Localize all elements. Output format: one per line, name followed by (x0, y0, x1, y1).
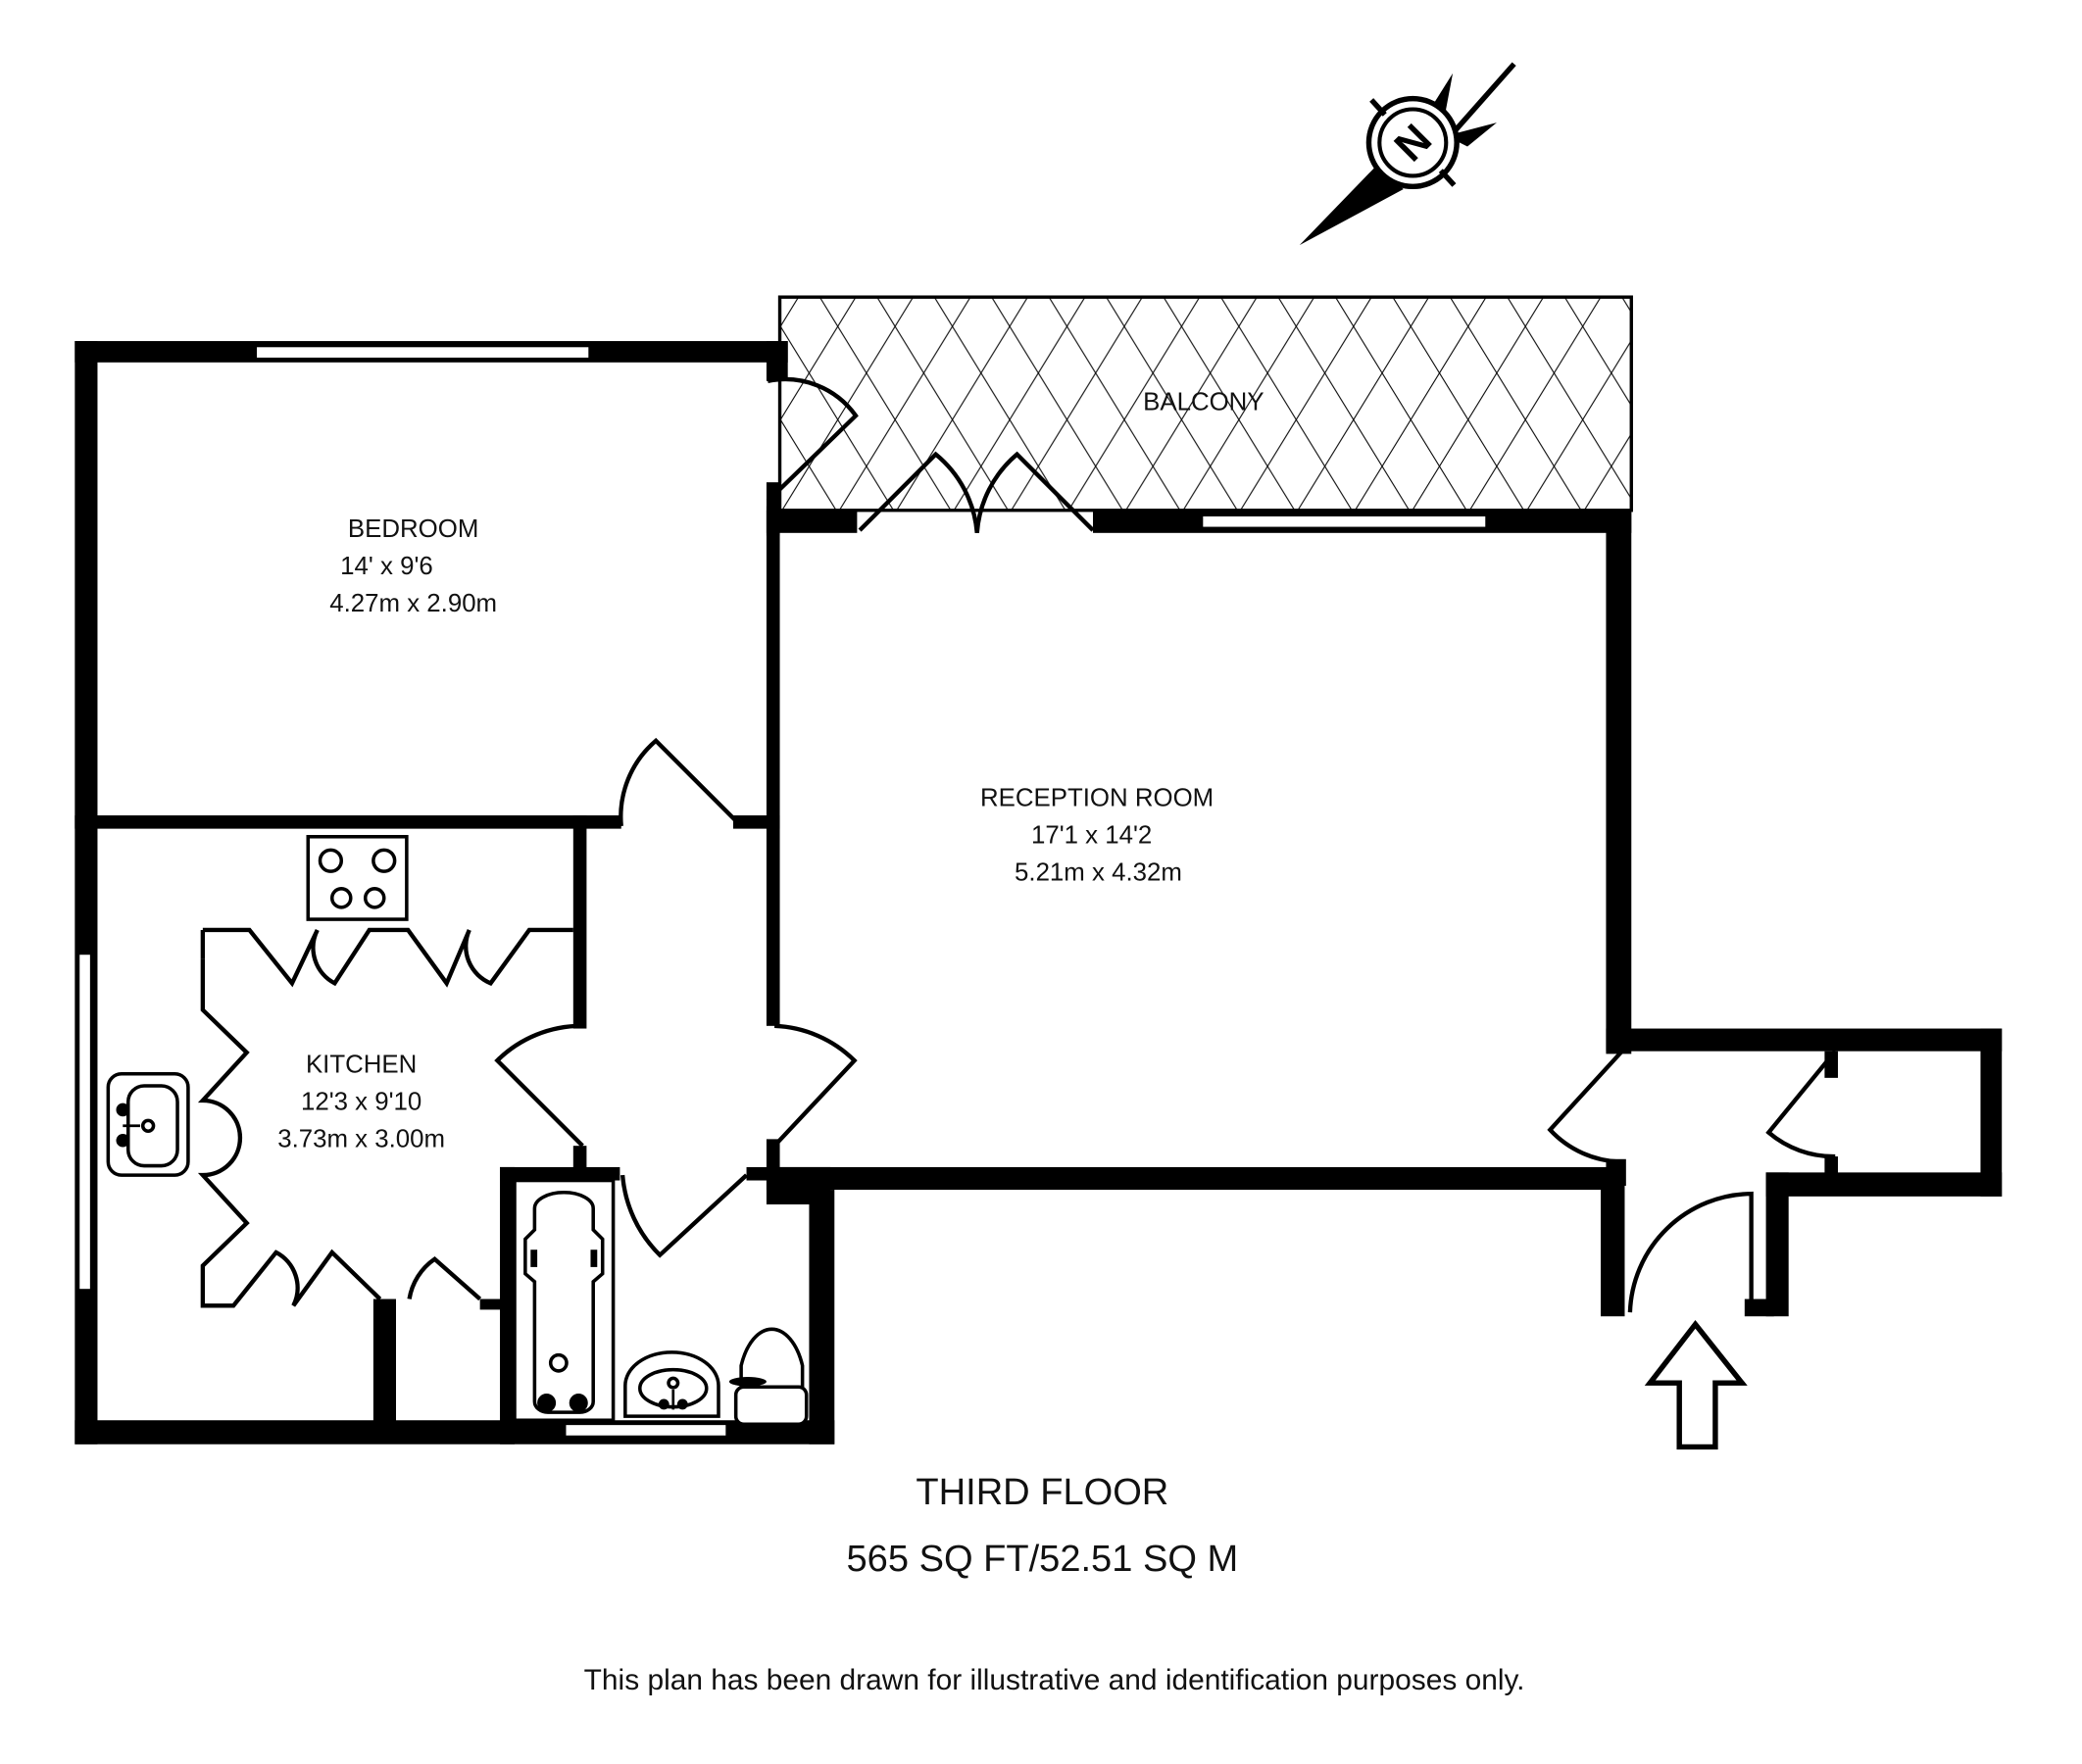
room-label-bedroom: BEDROOM 14' x 9'6 4.27m x 2.90m (329, 515, 497, 617)
hob-icon (306, 835, 409, 921)
windows (77, 345, 1487, 1438)
reception-metric: 5.21m x 4.32m (1015, 859, 1182, 887)
balcony-name: BALCONY (1143, 389, 1264, 416)
reception-imperial: 17'1 x 14'2 (1031, 822, 1152, 850)
toilet-icon (728, 1327, 809, 1427)
bathtub-icon (513, 1178, 616, 1423)
balcony (777, 295, 1633, 513)
room-label-balcony: BALCONY (1143, 389, 1264, 416)
disclaimer: This plan has been drawn for illustrativ… (584, 1664, 1525, 1696)
reception-name: RECEPTION ROOM (980, 785, 1214, 812)
kitchen-sink-icon (106, 1072, 190, 1177)
room-label-kitchen: KITCHEN 12'3 x 9'10 3.73m x 3.00m (277, 1051, 445, 1152)
entrance-arrow-icon (1644, 1319, 1748, 1450)
north-compass-icon: N (1299, 62, 1516, 246)
bedroom-metric: 4.27m x 2.90m (329, 590, 497, 617)
kitchen-name: KITCHEN (306, 1051, 417, 1078)
floor-area: 565 SQ FT/52.51 SQ M (847, 1539, 1239, 1580)
room-label-reception: RECEPTION ROOM 17'1 x 14'2 5.21m x 4.32m (980, 785, 1214, 887)
kitchen-imperial: 12'3 x 9'10 (301, 1088, 421, 1115)
doors (197, 376, 1837, 1313)
floor-title: THIRD FLOOR (916, 1472, 1168, 1513)
washbasin-icon (623, 1350, 720, 1418)
kitchen-metric: 3.73m x 3.00m (277, 1126, 445, 1153)
bedroom-name: BEDROOM (348, 515, 478, 543)
bedroom-imperial: 14' x 9'6 (340, 553, 433, 580)
